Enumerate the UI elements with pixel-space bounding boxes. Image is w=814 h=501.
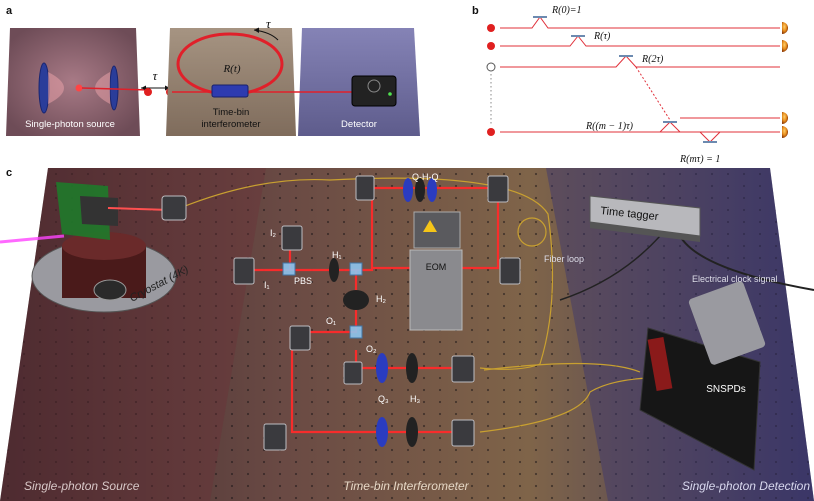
interferometer-label-2: interferometer <box>201 119 260 130</box>
label-rmtau: R(mτ) = 1 <box>679 154 720 165</box>
o2-label: O₂ <box>366 344 377 354</box>
panel-a-letter: a <box>6 5 13 17</box>
panel-c-letter: c <box>6 167 12 179</box>
snspd: SNSPDs <box>639 281 766 471</box>
waveplates <box>329 178 437 447</box>
pbs-label: PBS <box>294 276 312 286</box>
cryostat: Cryostat (4K) <box>0 182 191 313</box>
ohq-label: Q-H-Q <box>412 172 439 182</box>
input-dot-empty <box>486 62 496 72</box>
region-detection-label: Single-photon Detection <box>682 479 810 493</box>
panel-b-diagram <box>500 16 780 143</box>
fiber <box>179 177 649 433</box>
panel-b-letter: b <box>472 5 479 17</box>
fiber-loop-label: Fiber loop <box>544 254 584 264</box>
label-rtau: R(τ) <box>593 31 611 42</box>
tau-top-label: τ <box>266 16 272 31</box>
detector-card: Detector <box>296 28 420 136</box>
pbs-cubes <box>282 262 363 339</box>
h3-label: H₃ <box>410 394 420 404</box>
i1-label: I₁ <box>264 280 270 290</box>
interferometer-label-1: Time-bin <box>213 107 250 118</box>
interferometer-function: R(t) <box>222 63 240 75</box>
label-rm1tau: R((m − 1)τ) <box>585 121 634 132</box>
source-card: Single-photon source <box>6 28 151 136</box>
input-dot <box>487 24 495 32</box>
interferometer-card: R(t) Time-bin interferometer <box>166 28 296 136</box>
cable <box>559 235 661 301</box>
eom: EOM <box>409 211 463 331</box>
detector-label: Detector <box>341 119 377 130</box>
clock-cable <box>679 235 814 291</box>
optics-mounts <box>161 175 521 451</box>
eom-label: EOM <box>426 262 447 272</box>
h2-label: H₂ <box>376 294 386 304</box>
photon-dot <box>144 88 152 96</box>
region-interferometer-label: Time-bin Interferometer <box>343 479 469 493</box>
input-dot <box>487 42 495 50</box>
tau-left-label: τ <box>153 68 159 83</box>
label-r0: R(0)=1 <box>551 5 582 16</box>
q3-label: Q₃ <box>378 394 389 404</box>
snspd-label: SNSPDs <box>706 384 745 395</box>
h1-label: H₁ <box>332 250 342 260</box>
panel-b-detectors <box>782 22 788 138</box>
source-label: Single-photon source <box>25 119 115 130</box>
region-source-label: Single-photon Source <box>24 479 140 493</box>
time-tagger: Time tagger <box>589 195 701 242</box>
clock-label: Electrical clock signal <box>692 274 778 284</box>
panel-b-beamsplitters <box>533 16 717 143</box>
o1-label: O₁ <box>326 316 336 326</box>
i2-label: I₂ <box>270 228 277 238</box>
input-dot <box>487 128 495 136</box>
label-r2tau: R(2τ) <box>641 54 664 65</box>
